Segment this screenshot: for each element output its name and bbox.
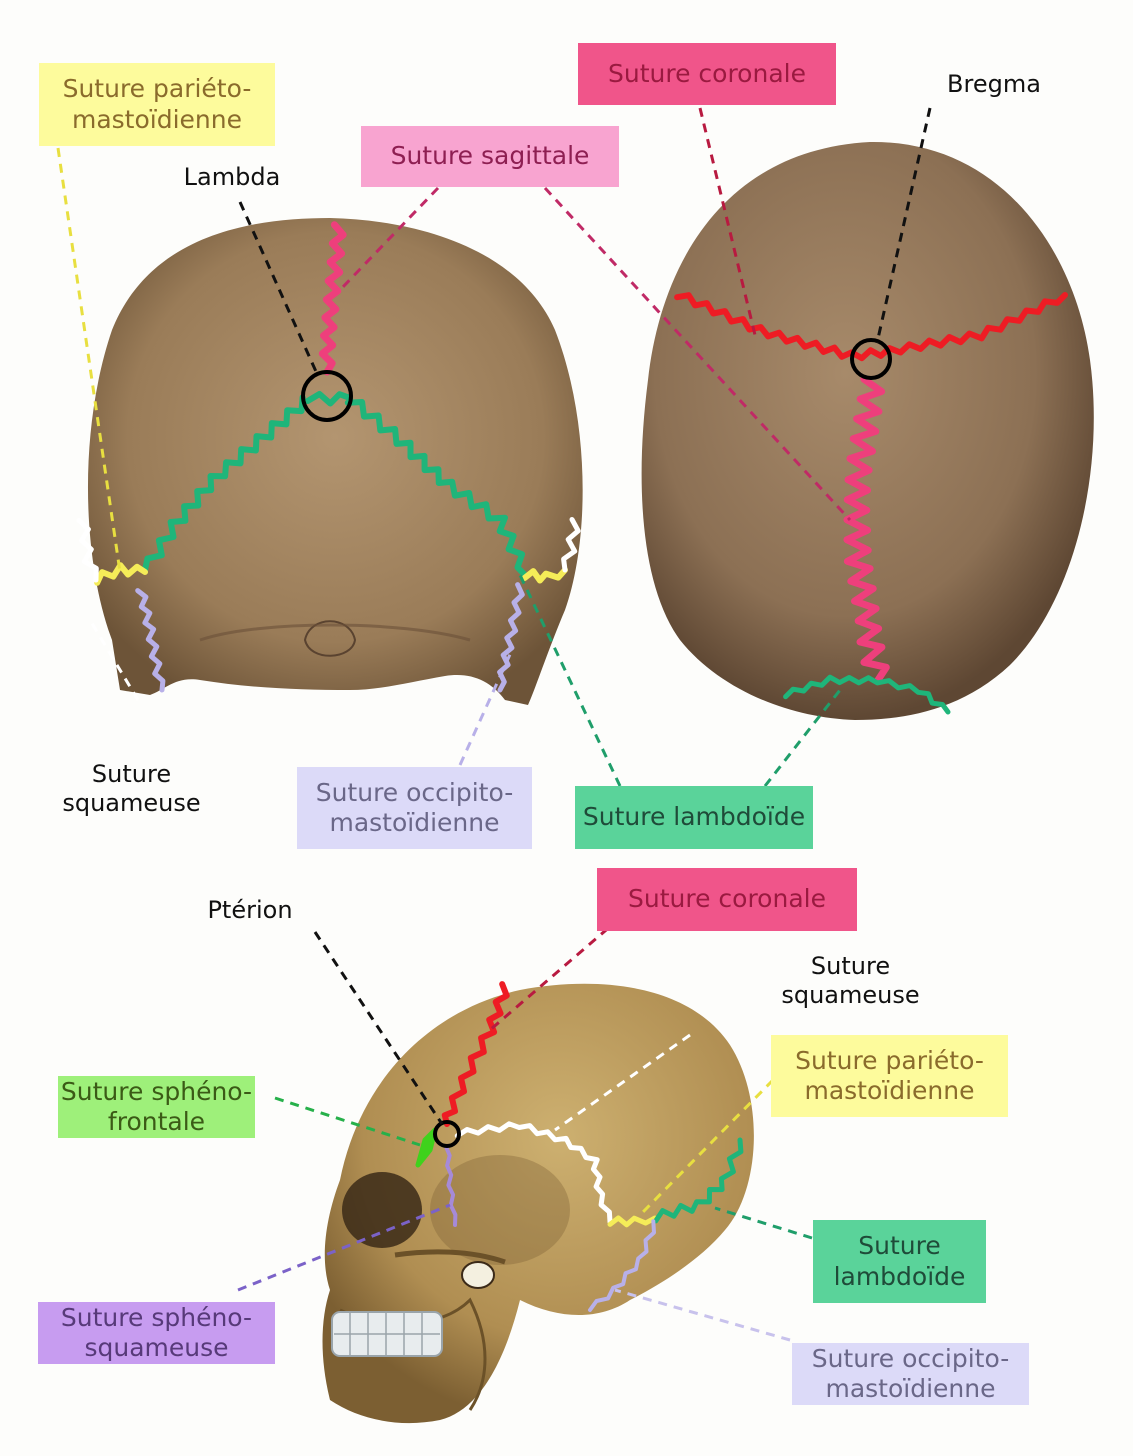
temporal-shadow — [430, 1155, 570, 1265]
label-spheno-frontal: Suture sphéno- frontale — [58, 1076, 255, 1138]
parieto-mastoid-suture-posterior-right — [521, 567, 568, 584]
lambdoid-suture-posterior-right — [344, 399, 528, 578]
skull-posterior-view — [87, 218, 583, 705]
leader-lines — [56, 107, 932, 1342]
label-coronal-bottom: Suture coronale — [597, 868, 857, 931]
skull-posterior-outline — [87, 218, 583, 705]
orbit — [342, 1172, 422, 1248]
leader-pterion — [313, 931, 444, 1125]
label-bregma: Bregma — [947, 70, 1041, 99]
spheno-squamous-suture-lateral — [443, 1144, 458, 1227]
label-parieto-mastoid-top: Suture pariéto- mastoïdienne — [39, 63, 275, 146]
label-occipito-mastoid-bottom: Suture occipito- mastoïdienne — [792, 1343, 1029, 1405]
label-parieto-mastoid-bottom: Suture pariéto- mastoïdienne — [771, 1035, 1008, 1117]
leader-coronal-top — [698, 107, 757, 336]
landmark-circles — [301, 338, 892, 1148]
squamous-suture-lateral — [454, 1121, 613, 1225]
leader-lambdoid-top-left — [518, 574, 622, 787]
zygomatic-arch — [394, 1249, 506, 1265]
label-sagittal: Suture sagittale — [361, 126, 619, 187]
leader-lambdoid-top-right — [763, 689, 842, 787]
lambdoid-suture-posterior-center — [304, 391, 353, 407]
skull-posterior-base-shadow — [199, 623, 471, 642]
teeth-gap — [334, 1312, 440, 1356]
leader-lambdoid-bottom — [714, 1206, 813, 1240]
leader-bregma — [875, 107, 932, 344]
parieto-mastoid-suture-lateral — [607, 1215, 658, 1228]
occipito-mastoid-suture-lateral — [588, 1219, 656, 1312]
label-coronal-top: Suture coronale — [578, 43, 836, 105]
squamous-suture-posterior-right — [561, 517, 581, 573]
leader-spheno-squamous — [237, 1203, 451, 1292]
label-occipito-mastoid-top: Suture occipito- mastoïdienne — [297, 767, 532, 849]
coronal-suture-lateral — [441, 981, 510, 1127]
occipito-mastoid-suture-posterior-left — [135, 588, 166, 693]
coronal-suture-superior — [674, 292, 1068, 362]
label-lambda: Lambda — [183, 163, 281, 192]
squamous-suture-posterior-left — [76, 517, 99, 583]
label-squamous-top: Suture squameuse — [62, 759, 201, 817]
leader-sagittal-superior — [543, 186, 852, 522]
label-spheno-squamous: Suture sphéno- squameuse — [38, 1302, 275, 1364]
lambdoid-suture-posterior-left — [142, 394, 306, 573]
leader-coronal-bottom — [489, 916, 621, 1032]
label-squamous-bottom: Suture squameuse — [781, 951, 920, 1009]
label-lambdoid-top: Suture lambdoïde — [575, 786, 813, 849]
sagittal-suture-posterior — [318, 221, 347, 376]
occipito-mastoid-suture-posterior-right — [497, 582, 525, 693]
skull-lateral-view — [322, 983, 754, 1424]
sagittal-suture-superior — [843, 375, 890, 684]
bregma-circle — [850, 338, 892, 380]
leader-squamous-bottom — [554, 1033, 691, 1132]
label-lambdoid-bottom: Suture lambdoïde — [813, 1220, 986, 1303]
label-pterion: Ptérion — [207, 896, 293, 925]
lambda-circle — [301, 370, 353, 422]
leader-occipito-mastoid-top — [458, 649, 514, 766]
lambdoid-suture-lateral — [653, 1137, 744, 1224]
pterion-circle — [433, 1120, 461, 1148]
leader-parieto-mastoid-top — [56, 147, 122, 573]
external-ear-canal — [461, 1261, 495, 1289]
lambdoid-suture-superior — [783, 674, 951, 715]
leader-sagittal-posterior — [338, 186, 440, 292]
leader-occipito-mastoid-bottom — [614, 1288, 791, 1342]
